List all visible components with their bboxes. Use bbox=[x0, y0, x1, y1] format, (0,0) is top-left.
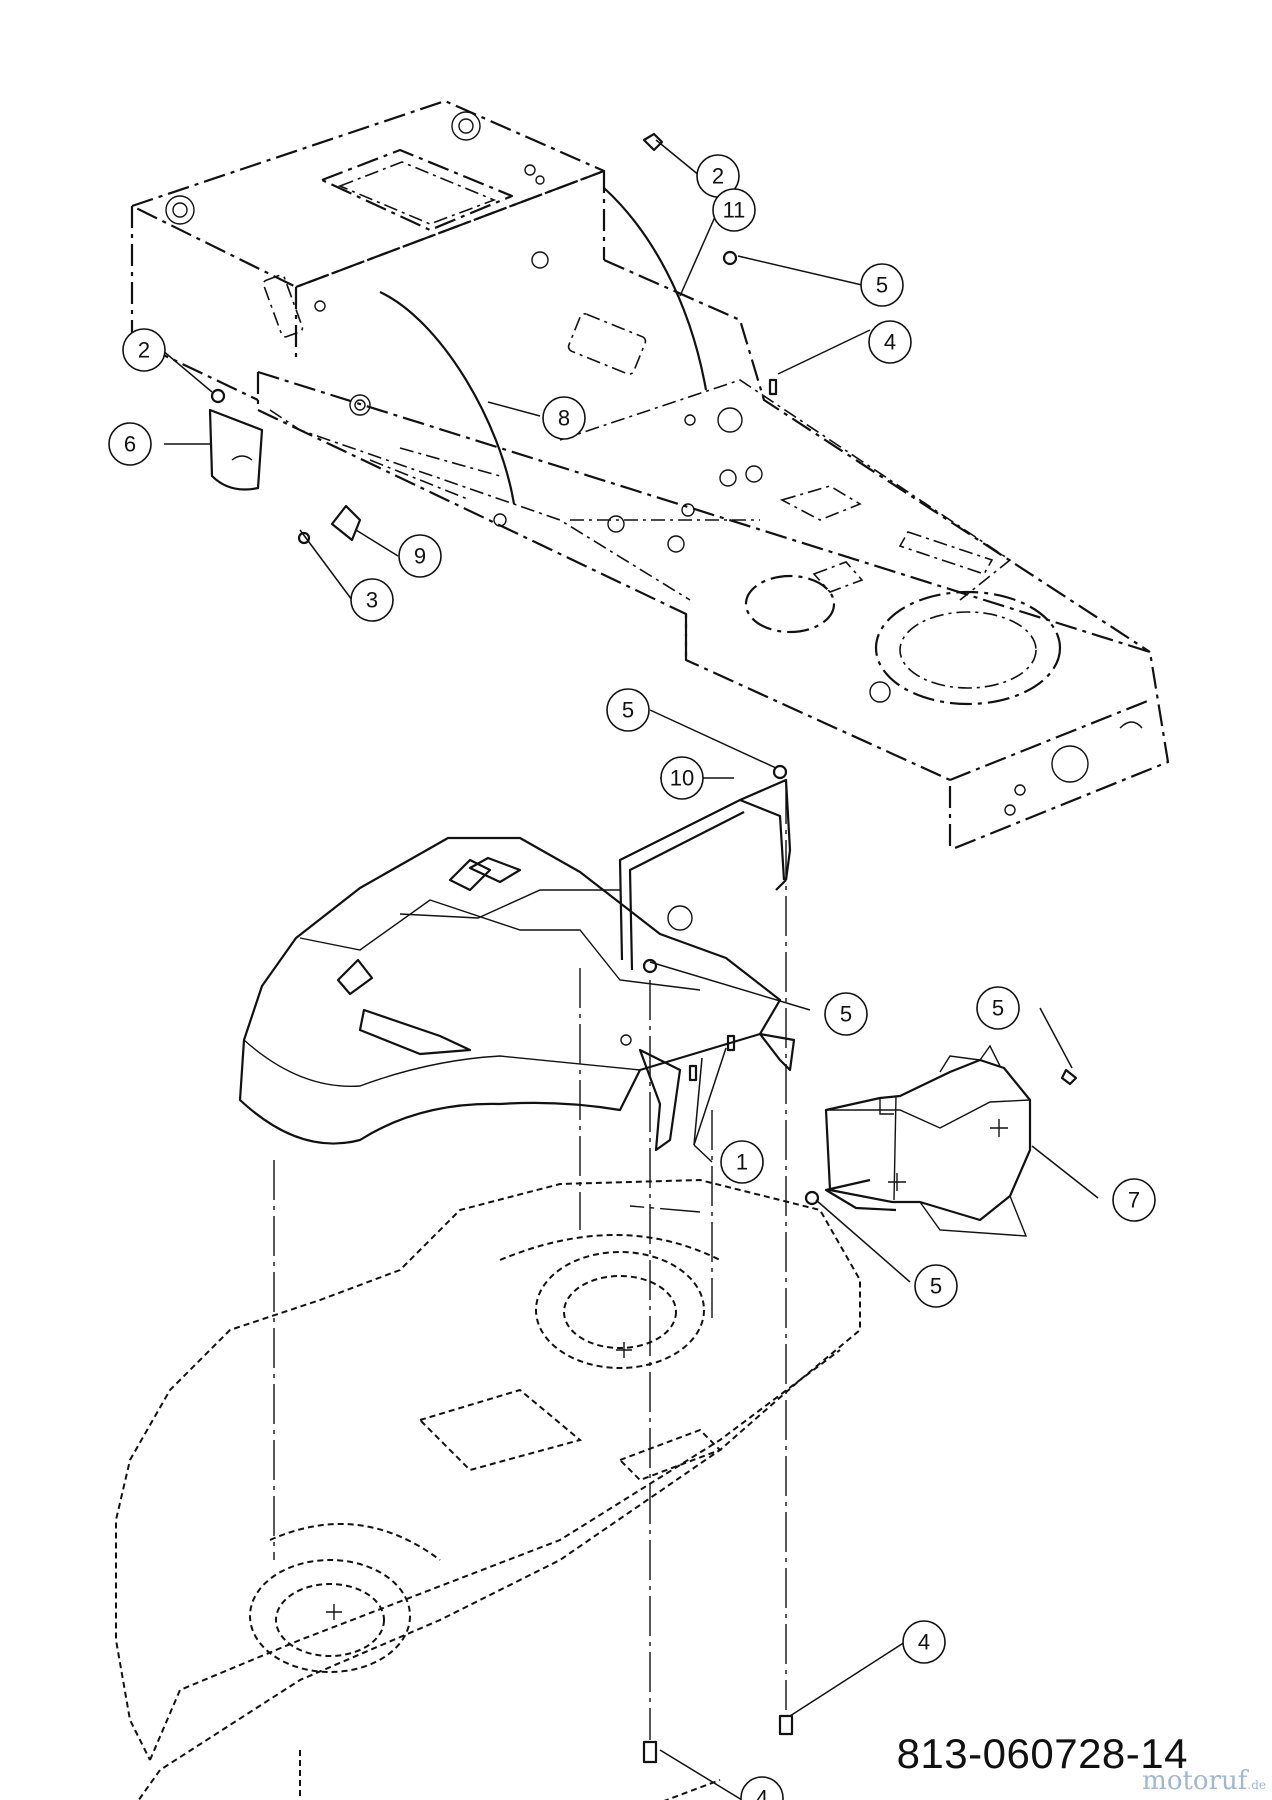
callout-1: 1 bbox=[720, 1140, 764, 1184]
callout-10: 10 bbox=[660, 756, 704, 800]
part-7-deflector bbox=[824, 1044, 1032, 1237]
drawing-part-number: 813-060728-14 bbox=[896, 1730, 1188, 1777]
callout-label: 4 bbox=[756, 1786, 768, 1800]
callout-label: 9 bbox=[414, 544, 426, 569]
frame-assembly bbox=[130, 99, 1170, 852]
part-9-clip bbox=[330, 504, 362, 542]
leader-lines bbox=[161, 139, 1099, 1800]
callout-7: 7 bbox=[1112, 1178, 1156, 1222]
part-6-plate bbox=[208, 408, 264, 491]
watermark-suffix: .de bbox=[1247, 1778, 1266, 1792]
watermark-logo: motoruf.de bbox=[1142, 1766, 1266, 1796]
callout-label: 2 bbox=[712, 164, 724, 189]
part-10-bracket bbox=[618, 798, 786, 961]
callout-5-deflector-bottom: 5 bbox=[914, 1264, 958, 1308]
callout-label: 6 bbox=[124, 432, 136, 457]
watermark-brand: motoruf bbox=[1142, 1766, 1248, 1796]
callout-label: 5 bbox=[622, 698, 634, 723]
callout-9: 9 bbox=[398, 534, 442, 578]
callout-11: 11 bbox=[712, 188, 756, 232]
callout-label: 5 bbox=[876, 273, 888, 298]
callout-label: 1 bbox=[736, 1150, 748, 1175]
callout-label: 8 bbox=[558, 406, 570, 431]
callout-label: 4 bbox=[884, 330, 896, 355]
callout-2-left: 2 bbox=[122, 328, 166, 372]
callout-label: 2 bbox=[138, 338, 150, 363]
callout-label: 5 bbox=[840, 1002, 852, 1027]
part-11-support bbox=[603, 187, 708, 391]
callout-label: 5 bbox=[992, 996, 1004, 1021]
callout-8: 8 bbox=[542, 396, 586, 440]
callout-label: 5 bbox=[930, 1274, 942, 1299]
mower-deck bbox=[115, 1178, 861, 1800]
callout-4-bottom: 4 bbox=[740, 1776, 784, 1800]
callout-6: 6 bbox=[108, 422, 152, 466]
callout-5-upper: 5 bbox=[860, 263, 904, 307]
callout-5-middle: 5 bbox=[606, 688, 650, 732]
callout-label: 10 bbox=[670, 766, 694, 791]
callout-label: 4 bbox=[918, 1630, 930, 1655]
callout-label: 7 bbox=[1128, 1188, 1140, 1213]
callout-label: 11 bbox=[723, 198, 746, 223]
callout-5-pan: 5 bbox=[824, 992, 868, 1036]
fender-pan bbox=[238, 778, 796, 1152]
callout-4-top: 4 bbox=[868, 320, 912, 364]
callout-label: 3 bbox=[366, 588, 378, 613]
alignment-lines bbox=[273, 784, 787, 1740]
callout-5-deflector-top: 5 bbox=[976, 986, 1020, 1030]
callout-4-right: 4 bbox=[902, 1620, 946, 1664]
callout-3: 3 bbox=[350, 578, 394, 622]
part-8-support bbox=[379, 291, 516, 505]
